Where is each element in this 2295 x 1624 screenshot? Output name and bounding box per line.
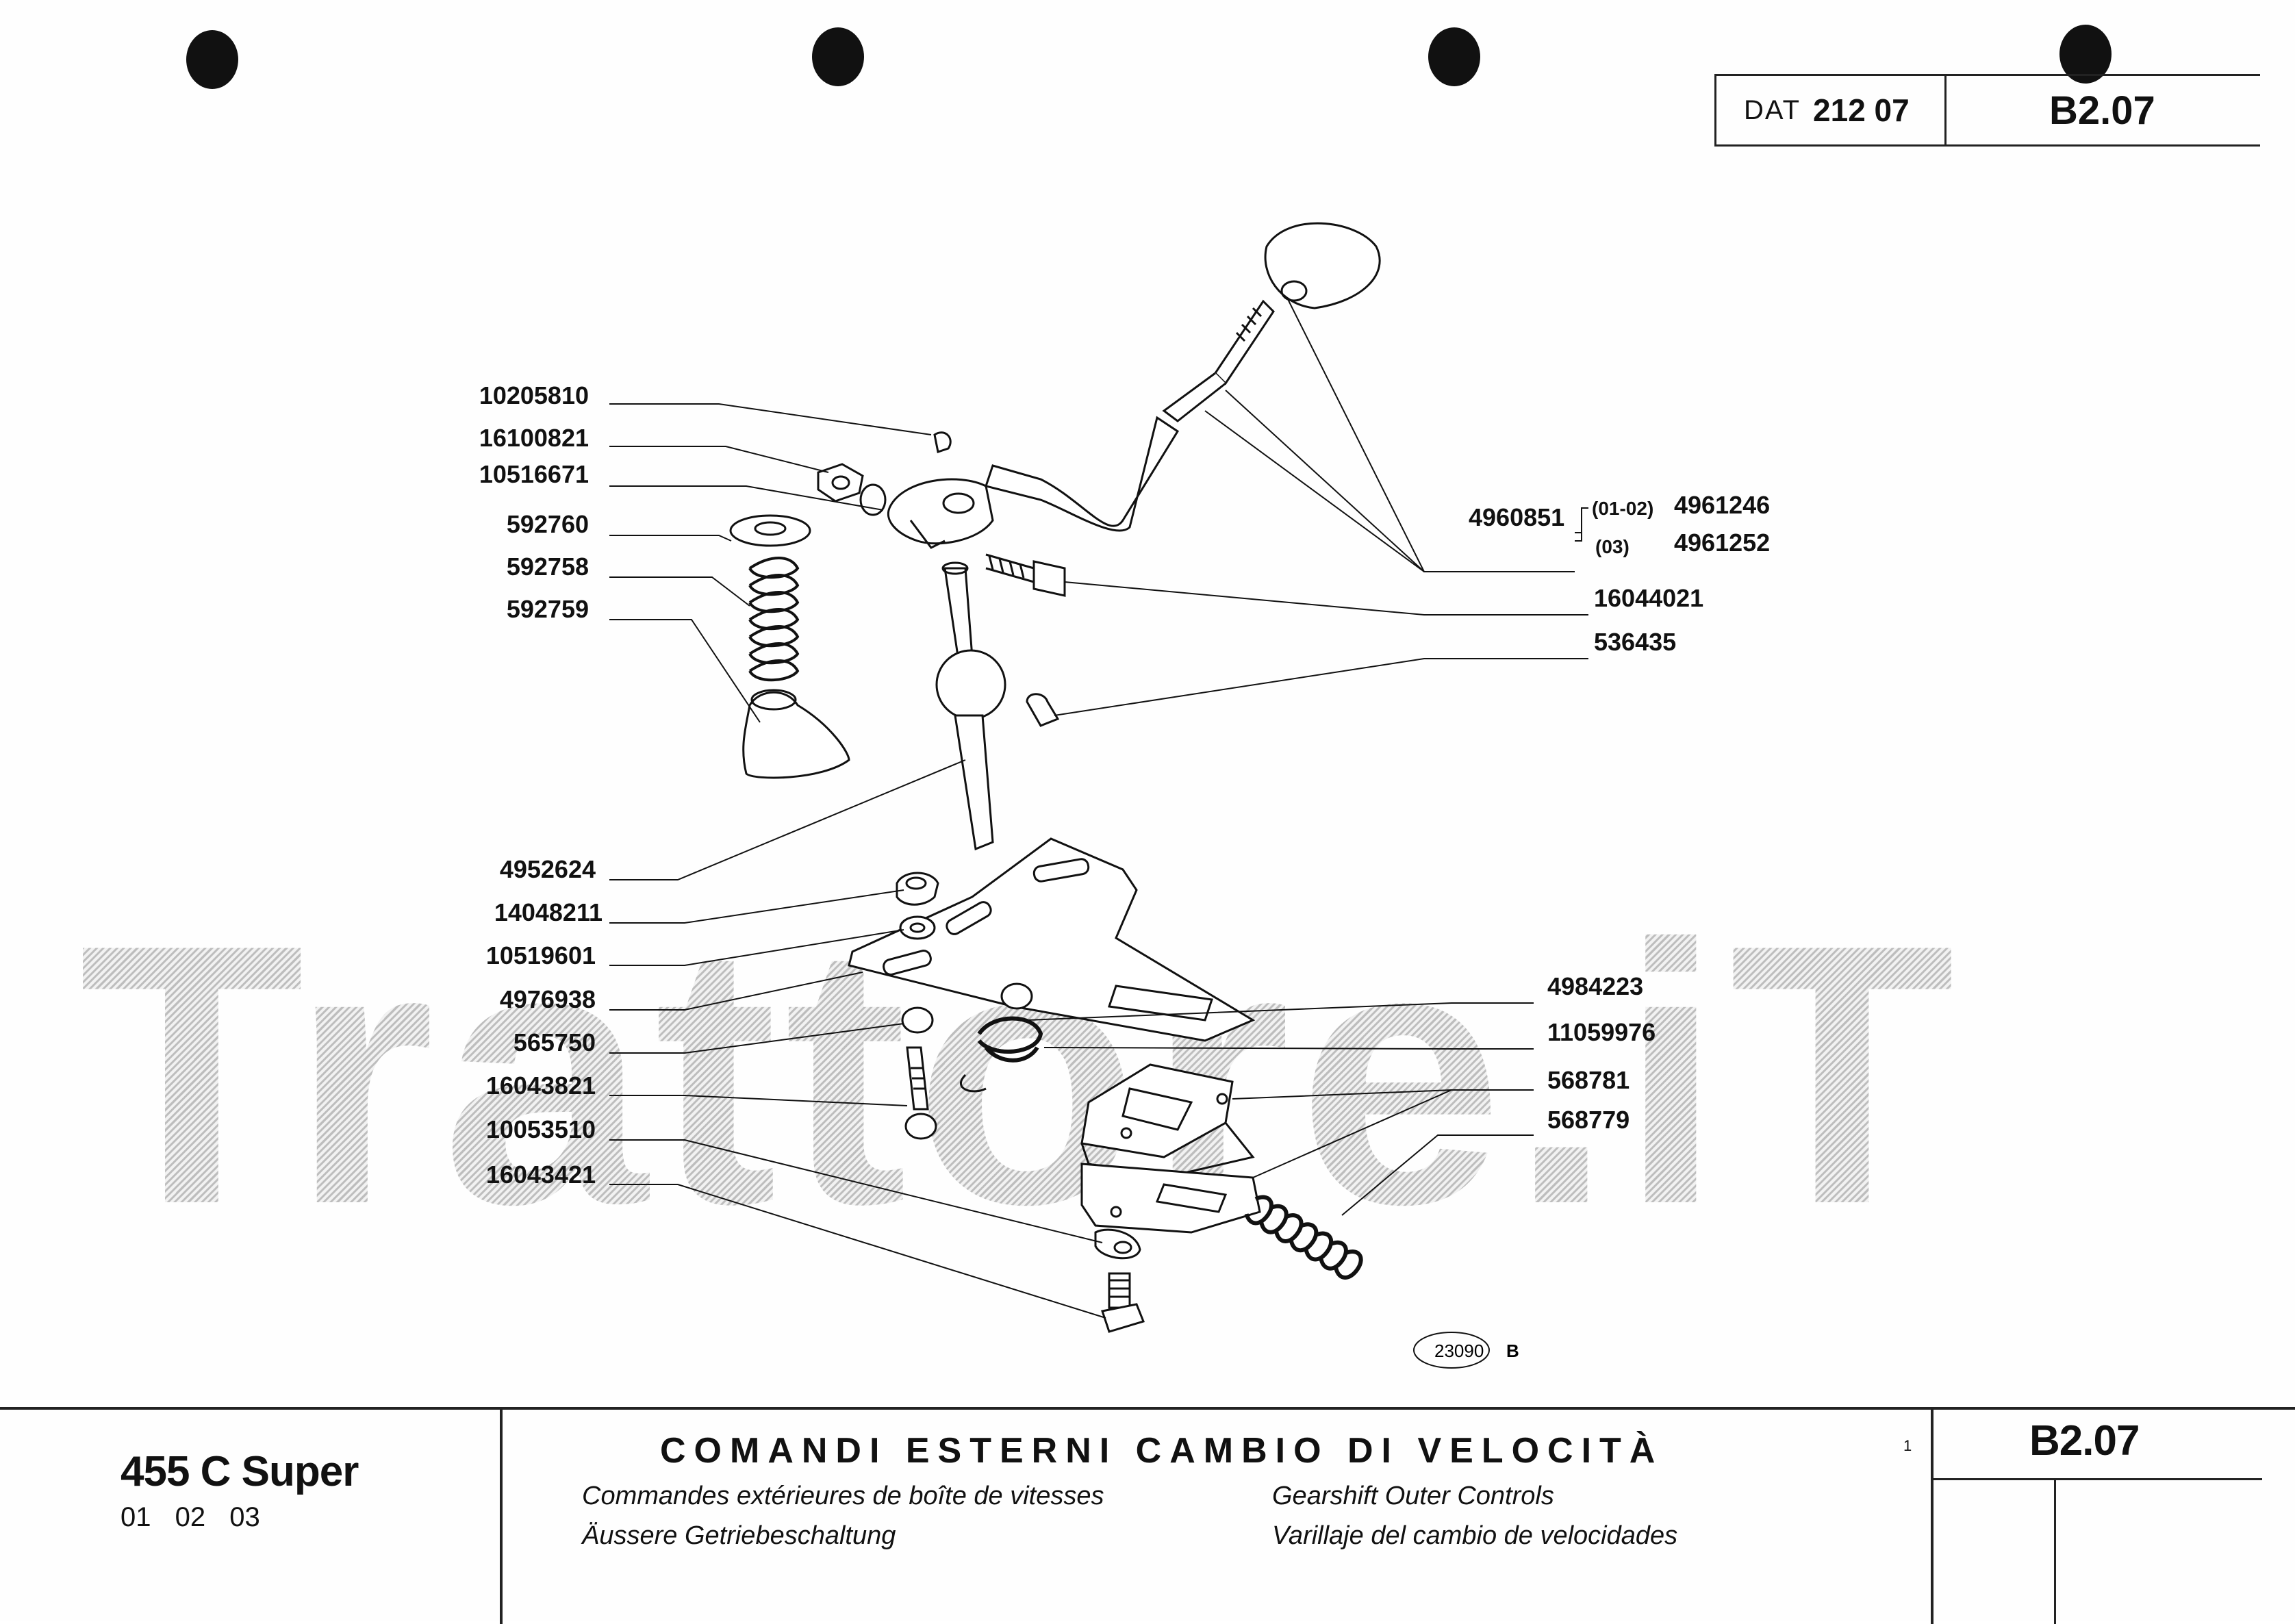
callout-label: 16100821 [479, 424, 589, 452]
nut [817, 463, 864, 503]
bolt [985, 553, 1066, 597]
variant-code: (01-02) [1592, 498, 1653, 519]
title-german: Äussere Getriebeschaltung [582, 1521, 896, 1550]
page-title: COMANDI ESTERNI CAMBIO DI VELOCITÀ [660, 1431, 1664, 1471]
callout-label: 592760 [507, 510, 589, 538]
title-spanish: Varillaje del cambio de velocidades [1272, 1521, 1678, 1550]
dat-number: 212 07 [1813, 92, 1910, 128]
model-name: 455 C Super [121, 1448, 359, 1495]
callout-label: 592759 [507, 595, 589, 623]
washer [859, 483, 887, 516]
gear-lever [985, 416, 1180, 532]
page-code: B2.07 [2049, 88, 2155, 133]
lever-clamp [887, 478, 994, 545]
callout-label: 10053510 [486, 1115, 596, 1143]
bracket-upper [1080, 1063, 1234, 1158]
spring-seat [729, 514, 811, 547]
binder-hole [1428, 27, 1480, 86]
callout-label: 592758 [507, 553, 589, 581]
title-english: Gearshift Outer Controls [1272, 1482, 1554, 1510]
footer: 455 C Super 01 02 03 COMANDI ESTERNI CAM… [0, 1407, 2295, 1624]
callout-label: 568779 [1547, 1106, 1630, 1134]
binder-hole [186, 30, 238, 89]
callout-label: 536435 [1594, 628, 1676, 656]
callout-label: 4952624 [500, 855, 596, 883]
torsion-spring [977, 1016, 1043, 1063]
callout-label: 565750 [513, 1028, 596, 1056]
rubber-boot [742, 691, 850, 779]
callout-label: 4961246 [1674, 491, 1770, 519]
callout-label: 10516671 [479, 460, 589, 488]
coil-spring [1244, 1195, 1363, 1280]
sheet-index: 1 [1903, 1437, 1912, 1454]
spring [748, 557, 800, 682]
small-bolt [1026, 693, 1060, 727]
model-codes: 01 02 03 [121, 1502, 260, 1532]
callout-label: 4961252 [1674, 529, 1770, 557]
drawing-ref-number: 23090 [1434, 1341, 1484, 1361]
callout-label: 16044021 [1594, 584, 1703, 612]
dat-cell: DAT 212 07 [1716, 76, 1947, 144]
dat-prefix: DAT [1744, 94, 1801, 125]
model-cell: 455 C Super 01 02 03 [0, 1410, 503, 1624]
footer-code-cell: B2.07 [1931, 1410, 2262, 1624]
callout-label: 4984223 [1547, 972, 1643, 1000]
pin [933, 431, 952, 453]
callout-label: 14048211 [494, 898, 603, 926]
callout-label: 4976938 [500, 985, 596, 1013]
callout-label: 16043421 [486, 1160, 596, 1189]
callout-label: 4960851 [1469, 503, 1564, 531]
callout-label: 10205810 [479, 381, 589, 409]
binder-hole [812, 27, 864, 86]
callout-label: 568781 [1547, 1066, 1630, 1094]
footer-divider [2054, 1480, 2056, 1624]
footer-page-code: B2.07 [2029, 1417, 2140, 1464]
header-reference-box: DAT 212 07 B2.07 [1714, 74, 2260, 147]
callout-label: 16043821 [486, 1071, 596, 1100]
title-cell: COMANDI ESTERNI CAMBIO DI VELOCITÀ Comma… [503, 1410, 1930, 1624]
variant-code: (03) [1595, 536, 1630, 557]
drawing-ref-suffix: B [1506, 1341, 1519, 1361]
gear-knob [1264, 222, 1381, 309]
callout-label: 10519601 [486, 941, 596, 969]
bracket-lower [1080, 1163, 1261, 1234]
title-french: Commandes extérieures de boîte de vitess… [582, 1482, 1104, 1510]
ball-joint [935, 649, 1006, 720]
shift-shaft [943, 567, 974, 662]
binder-hole [2059, 25, 2112, 84]
footer-code-top: B2.07 [1933, 1410, 2262, 1480]
callout-label: 11059976 [1547, 1018, 1656, 1046]
threaded-rod [1214, 299, 1275, 385]
